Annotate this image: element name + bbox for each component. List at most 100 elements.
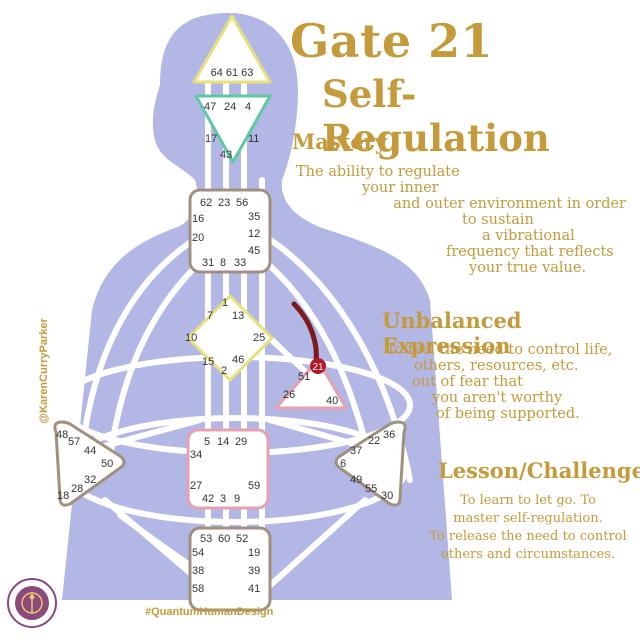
throat-gate-62: 62	[200, 197, 212, 209]
throat-gate-33: 33	[234, 257, 246, 269]
unbalanced-line: of being supported.	[436, 406, 580, 422]
page-subtitle: Self-Regulation	[322, 72, 550, 160]
ego-gate-26: 26	[283, 389, 295, 401]
sacral-gate-42: 42	[202, 493, 214, 505]
g-gate-1: 1	[222, 297, 228, 309]
lesson-line: To learn to let go. To	[459, 493, 596, 508]
gate-21-highlight-arc	[291, 301, 319, 365]
lesson-line: master self-regulation.	[453, 511, 603, 526]
root-gate-41: 41	[248, 583, 260, 595]
ego-gate-40: 40	[326, 395, 338, 407]
solar-plexus-center: 36 22 37 6 49 55 30	[334, 420, 407, 507]
lesson-line: To release the need to control	[429, 529, 627, 544]
sacral-gate-9: 9	[234, 493, 240, 505]
lesson-line: others and circumstances.	[440, 547, 616, 562]
head-gates: 64 61 63	[211, 67, 254, 79]
spleen-gate-57: 57	[68, 436, 80, 448]
sacral-gate-34: 34	[190, 449, 202, 461]
solar-gate-37: 37	[350, 445, 362, 457]
root-gate-60: 60	[218, 533, 230, 545]
unbalanced-line: you aren't worthy	[432, 390, 563, 406]
throat-center: 62 23 56 16 35 20 12 45 31 8 33	[188, 188, 272, 274]
g-gate-7: 7	[207, 310, 213, 322]
g-gate-25: 25	[253, 332, 265, 344]
root-gate-53: 53	[200, 533, 212, 545]
throat-gate-12: 12	[248, 228, 260, 240]
throat-gate-56: 56	[236, 197, 248, 209]
mastery-line: a vibrational	[482, 228, 575, 244]
spleen-gate-28: 28	[71, 483, 83, 495]
solar-gate-6: 6	[340, 458, 346, 470]
ego-gate-21: 21	[312, 362, 324, 373]
sacral-gate-14: 14	[217, 436, 229, 448]
unbalanced-line: others, resources, etc.	[414, 358, 579, 374]
solar-gate-30: 30	[381, 490, 393, 502]
root-center: 53 60 52 54 19 38 39 58 41	[188, 526, 272, 612]
root-gate-52: 52	[236, 533, 248, 545]
throat-gate-16: 16	[192, 213, 204, 225]
throat-gate-20: 20	[192, 232, 204, 244]
mastery-text: The ability to regulate your inner and o…	[296, 164, 626, 276]
mastery-line: your true value.	[469, 260, 587, 276]
ajna-gate-4: 4	[245, 101, 251, 113]
author-handle: @KarenCurryParker	[38, 318, 50, 424]
root-gate-39: 39	[248, 565, 260, 577]
root-gate-54: 54	[192, 547, 204, 559]
page-title: Gate 21	[290, 14, 494, 68]
sacral-gate-5: 5	[204, 436, 210, 448]
g-gate-13: 13	[232, 310, 244, 322]
ajna-gate-11: 11	[248, 133, 259, 145]
unbalanced-text: To feel the need to control life, others…	[380, 342, 636, 422]
throat-gate-23: 23	[218, 197, 230, 209]
g-center: 1 7 13 10 25 15 46 2	[185, 294, 274, 382]
ajna-gate-47: 47	[204, 101, 216, 113]
ajna-gate-43: 43	[220, 149, 232, 161]
unbalanced-line: out of fear that	[412, 374, 523, 390]
mastery-line: and outer environment in order	[393, 196, 626, 212]
lesson-text: To learn to let go. To master self-regul…	[418, 492, 638, 564]
ajna-gate-24: 24	[224, 101, 236, 113]
hashtag: #QuantumHumanDesign	[145, 606, 274, 618]
solar-gate-36: 36	[383, 429, 395, 441]
sacral-gate-27: 27	[190, 480, 202, 492]
mastery-line: frequency that reflects	[446, 244, 614, 260]
head-center: 64 61 63	[192, 14, 272, 84]
ego-center: 21 51 26 40	[274, 358, 348, 410]
root-gate-38: 38	[192, 565, 204, 577]
root-gate-58: 58	[192, 583, 204, 595]
g-gate-15: 15	[202, 356, 214, 368]
lesson-heading: Lesson/Challenge	[438, 458, 640, 483]
g-gate-2: 2	[221, 365, 227, 377]
root-gate-19: 19	[248, 547, 260, 559]
spleen-gate-32: 32	[84, 474, 96, 486]
mastery-line: your inner	[362, 180, 439, 196]
solar-gate-55: 55	[365, 483, 377, 495]
throat-gate-35: 35	[248, 211, 260, 223]
g-gate-10: 10	[185, 332, 197, 344]
spleen-gate-50: 50	[101, 458, 113, 470]
solar-gate-22: 22	[368, 435, 380, 447]
mastery-heading: Mastery	[292, 129, 388, 154]
spleen-gate-44: 44	[84, 445, 96, 457]
gate-21-marker	[310, 358, 326, 374]
mastery-line: The ability to regulate	[296, 164, 460, 180]
spleen-gate-48: 48	[56, 429, 68, 441]
ajna-gate-17: 17	[205, 133, 217, 145]
g-gate-46: 46	[232, 354, 244, 366]
spleen-center: 48 57 44 50 32 28 18	[53, 420, 126, 507]
sacral-center: 5 14 29 34 27 59 42 3 9	[186, 428, 270, 510]
unbalanced-heading: Unbalanced Expression	[382, 308, 522, 358]
sacral-gate-59: 59	[248, 480, 260, 492]
quantum-human-design-logo	[7, 578, 57, 628]
solar-gate-49: 49	[350, 474, 362, 486]
spleen-gate-18: 18	[57, 490, 69, 502]
unbalanced-line: To feel the need to control life,	[386, 342, 613, 358]
sacral-gate-29: 29	[235, 436, 247, 448]
sacral-gate-3: 3	[220, 493, 226, 505]
ajna-center: 47 24 4 17 11 43	[194, 94, 272, 164]
throat-gate-31: 31	[202, 257, 214, 269]
ego-gate-51: 51	[298, 371, 310, 383]
throat-gate-45: 45	[248, 245, 260, 257]
